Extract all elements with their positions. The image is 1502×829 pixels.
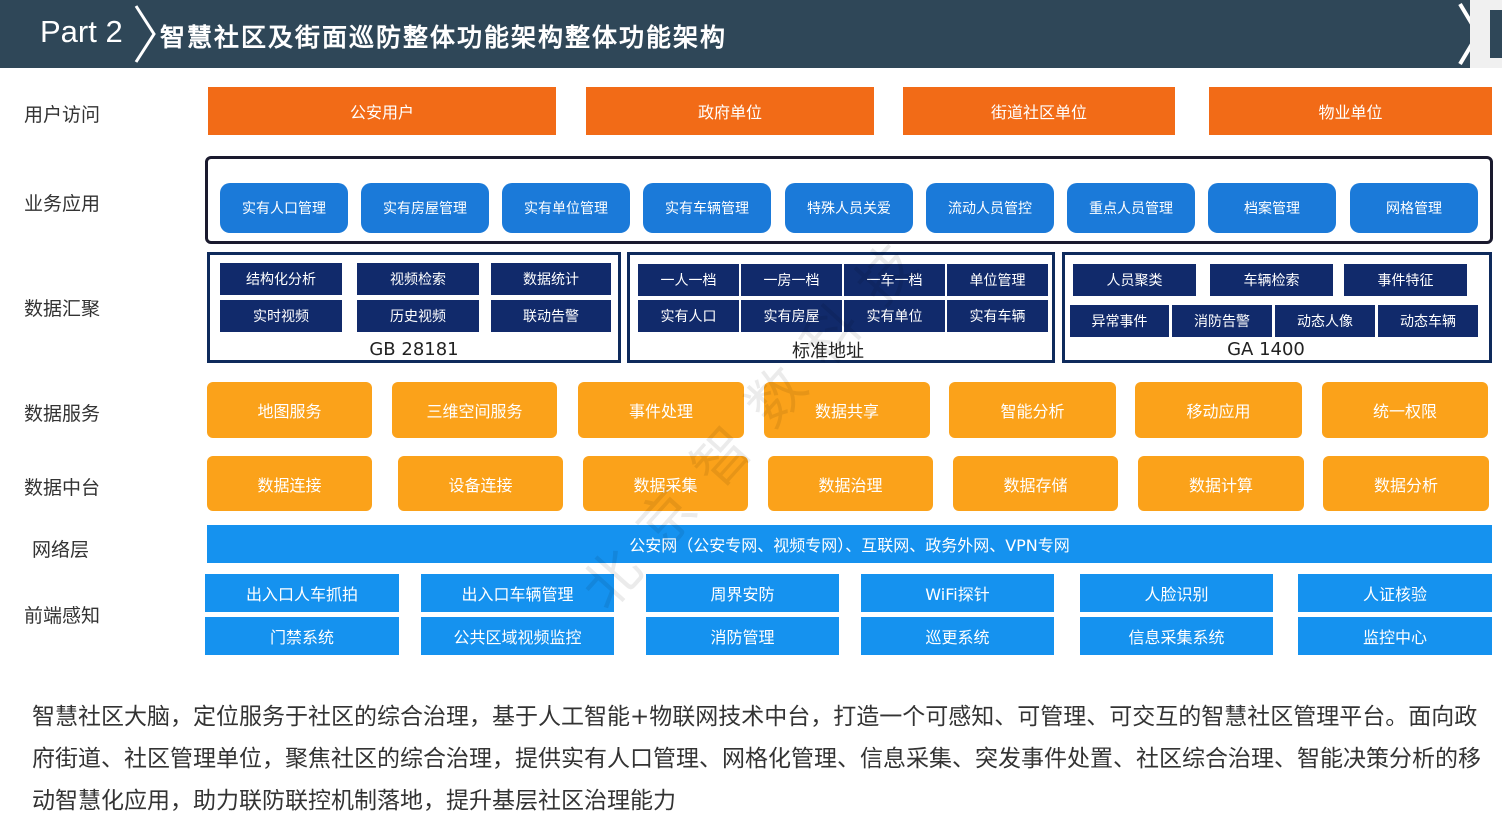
platform-box: 设备连接 — [398, 456, 563, 511]
address-frame — [627, 252, 1055, 363]
row-label-data-platform: 数据中台 — [24, 477, 101, 499]
service-box: 三维空间服务 — [392, 382, 557, 438]
gb28181-frame — [207, 252, 621, 363]
business-apps-frame — [205, 156, 1493, 244]
app-box: 实有车辆管理 — [643, 183, 771, 233]
app-box: 流动人员管控 — [926, 183, 1054, 233]
agg-item: 一人一档 — [638, 264, 739, 296]
frontend-box: 门禁系统 — [205, 617, 399, 655]
agg-item: 实有车辆 — [947, 300, 1048, 332]
app-box: 实有人口管理 — [220, 183, 348, 233]
title-bar: Part 2 智慧社区及街面巡防整体功能架构整体功能架构 — [0, 0, 1502, 68]
agg-item: 数据统计 — [491, 263, 611, 295]
service-box: 事件处理 — [578, 382, 744, 438]
agg-item: 视频检索 — [357, 263, 479, 295]
agg-item: 事件特征 — [1344, 264, 1467, 296]
agg-item: 动态车辆 — [1378, 305, 1478, 337]
service-box: 统一权限 — [1322, 382, 1488, 438]
gb28181-label: GB 28181 — [369, 339, 459, 360]
frontend-box: 出入口人车抓拍 — [205, 574, 399, 612]
agg-item: 实时视频 — [220, 300, 342, 332]
platform-box: 数据连接 — [207, 456, 372, 511]
agg-item: 异常事件 — [1070, 305, 1169, 337]
agg-item: 一房一档 — [741, 264, 842, 296]
row-label-business-apps: 业务应用 — [24, 193, 101, 215]
address-label: 标准地址 — [792, 341, 864, 362]
frontend-box: 监控中心 — [1298, 617, 1492, 655]
user-box: 物业单位 — [1209, 87, 1492, 135]
frontend-box: 人证核验 — [1298, 574, 1492, 612]
ga1400-frame — [1062, 252, 1492, 363]
service-box: 地图服务 — [207, 382, 372, 438]
frontend-box: 出入口车辆管理 — [421, 574, 614, 612]
app-box: 重点人员管理 — [1067, 183, 1195, 233]
platform-box: 数据治理 — [768, 456, 933, 511]
description-paragraph: 智慧社区大脑，定位服务于社区的综合治理，基于人工智能+物联网技术中台，打造一个可… — [32, 704, 1481, 814]
frontend-box: 周界安防 — [646, 574, 839, 612]
frontend-box: 消防管理 — [646, 617, 839, 655]
agg-item: 消防告警 — [1172, 305, 1272, 337]
platform-box: 数据存储 — [953, 456, 1118, 511]
network-bar: 公安网（公安专网、视频专网）、互联网、政务外网、VPN专网 — [207, 525, 1492, 563]
row-label-user-access: 用户访问 — [24, 104, 101, 126]
service-box: 智能分析 — [949, 382, 1116, 438]
frontend-box: 信息采集系统 — [1080, 617, 1273, 655]
agg-item: 实有单位 — [844, 300, 945, 332]
agg-item: 单位管理 — [947, 264, 1048, 296]
agg-item: 历史视频 — [357, 300, 479, 332]
frontend-box: 人脸识别 — [1080, 574, 1273, 612]
agg-item: 一车一档 — [844, 264, 945, 296]
agg-item: 实有人口 — [638, 300, 739, 332]
agg-item: 联动告警 — [491, 300, 611, 332]
agg-item: 结构化分析 — [220, 263, 342, 295]
row-label-front-end: 前端感知 — [24, 605, 101, 627]
frontend-box: WiFi探针 — [861, 574, 1054, 612]
platform-box: 数据采集 — [583, 456, 748, 511]
frontend-box: 巡更系统 — [861, 617, 1054, 655]
platform-box: 数据分析 — [1323, 456, 1489, 511]
header-edge — [1470, 0, 1502, 68]
row-label-network-layer: 网络层 — [32, 539, 90, 561]
service-box: 移动应用 — [1135, 382, 1302, 438]
agg-item: 人员聚类 — [1073, 264, 1196, 296]
row-label-data-aggregation: 数据汇聚 — [24, 298, 101, 320]
ga1400-label: GA 1400 — [1227, 339, 1305, 360]
user-box: 公安用户 — [208, 87, 556, 135]
app-box: 特殊人员关爱 — [785, 183, 913, 233]
app-box: 档案管理 — [1208, 183, 1336, 233]
user-box: 街道社区单位 — [903, 87, 1175, 135]
agg-item: 动态人像 — [1275, 305, 1375, 337]
platform-box: 数据计算 — [1138, 456, 1304, 511]
agg-item: 车辆检索 — [1210, 264, 1333, 296]
agg-item: 实有房屋 — [741, 300, 842, 332]
frontend-box: 公共区域视频监控 — [421, 617, 614, 655]
app-box: 实有房屋管理 — [361, 183, 489, 233]
service-box: 数据共享 — [764, 382, 930, 438]
app-box: 网格管理 — [1350, 183, 1478, 233]
user-box: 政府单位 — [586, 87, 874, 135]
app-box: 实有单位管理 — [502, 183, 630, 233]
row-label-data-services: 数据服务 — [24, 403, 101, 425]
part-number: Part 2 — [40, 14, 123, 49]
page-title: 智慧社区及街面巡防整体功能架构整体功能架构 — [160, 23, 728, 52]
